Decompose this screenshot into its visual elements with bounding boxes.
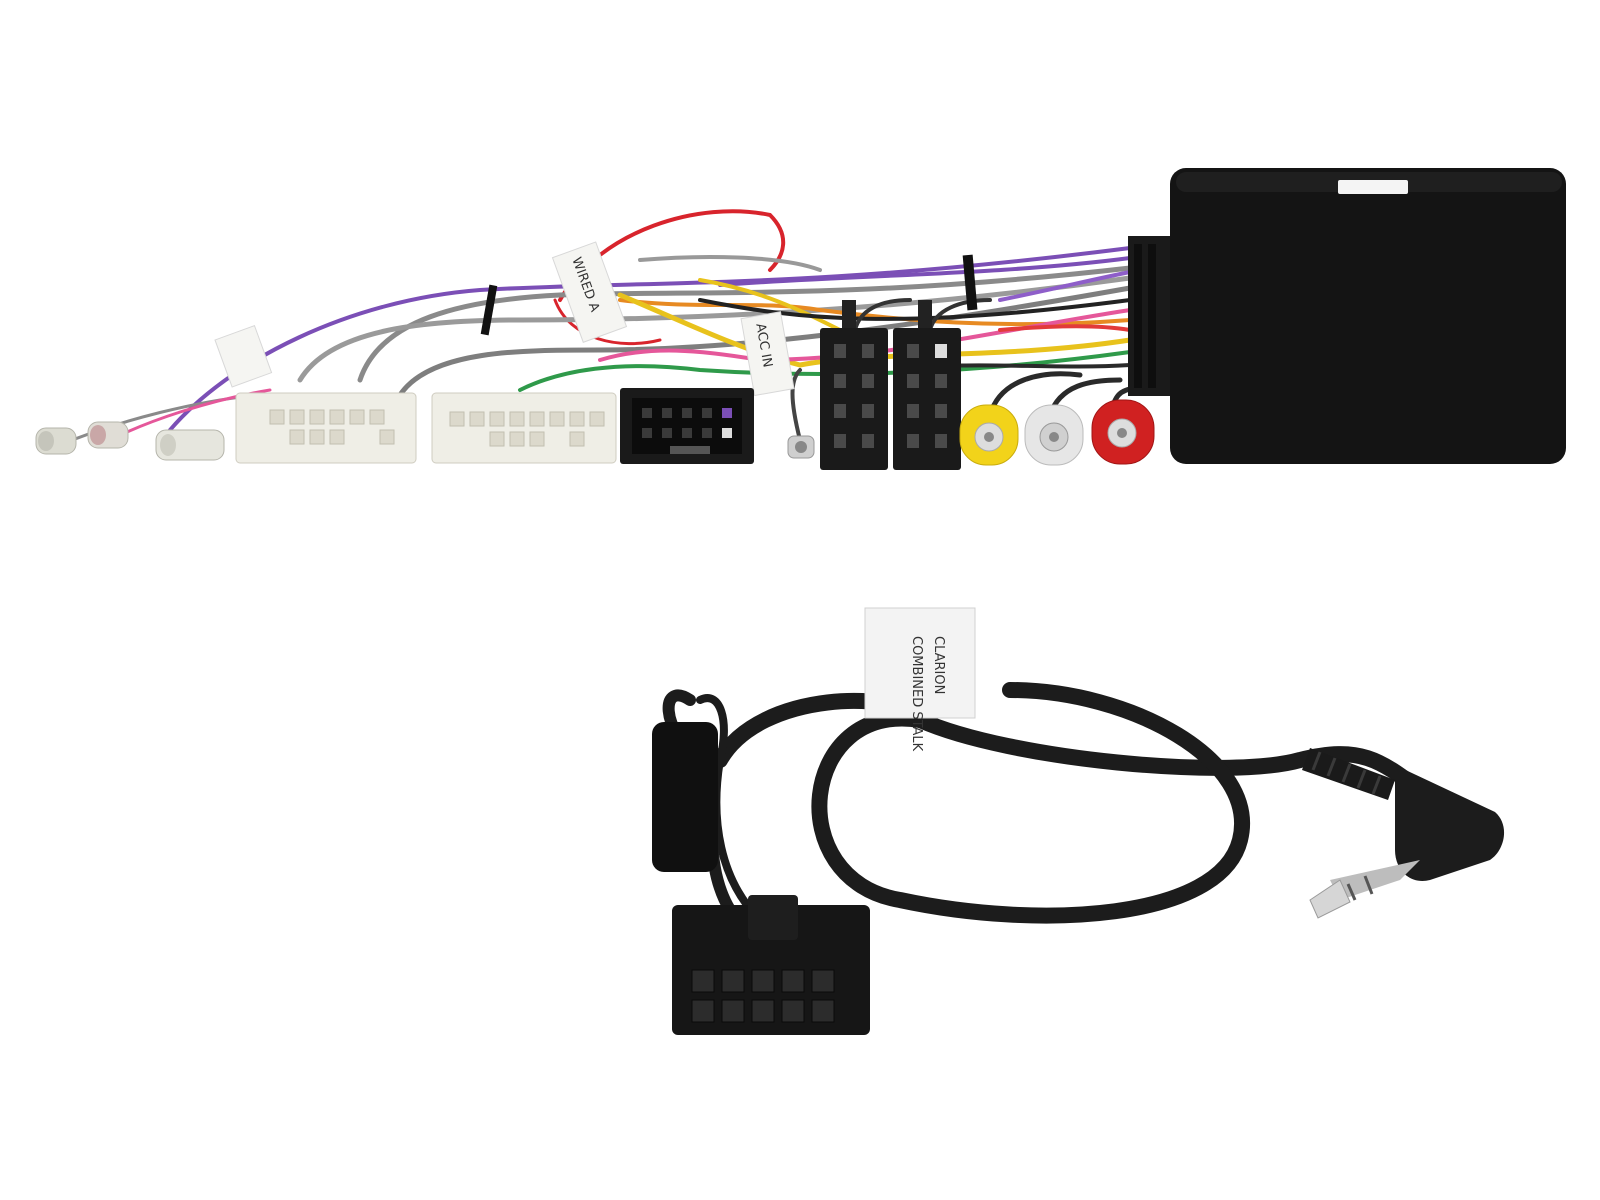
wire-yellow [617,292,1133,368]
wire-tags: WIRED A ACC IN [214,241,795,397]
wire-purple-2 [718,256,1132,287]
white-connector-1 [235,392,417,464]
lead-label-line2: COMBINED STALK [909,636,924,752]
module-slot [1338,180,1408,194]
bullet-plug [155,429,225,461]
jack-tip [1309,879,1351,919]
interface-module [1128,168,1566,464]
wire-to-ant [790,368,802,442]
lead-10pin-plug [672,895,870,1035]
antenna-plug [787,435,815,459]
right-angle-jack [1309,765,1505,919]
wire-black-1 [698,298,1132,321]
lead-label-flag: CLARION COMBINED STALK [864,607,976,752]
jack-strain-relief [1302,748,1395,800]
rca-plug-red [1091,399,1155,465]
cable-ties [480,254,978,336]
wire-yellow-2 [698,278,842,332]
lead-cable-loop-lower [811,682,1250,924]
iso-connector-1 [820,300,888,470]
wire-tag-acc: ACC IN [740,311,795,397]
wire-grey-3 [397,285,1133,398]
white-connector-2 [431,392,617,464]
module-body [1170,168,1566,464]
wire-grey-4 [638,255,822,272]
black-connector-10pin [620,388,754,464]
wire-tag-wired: WIRED A [551,241,628,343]
lead-cable-loop [712,692,1428,798]
cable-tie [962,254,978,311]
wire-red-3 [998,324,1132,332]
wire-orange [618,298,1132,327]
wire-tag-left [214,324,273,388]
velcro-sleeve [652,722,718,872]
wire-red-2 [553,298,662,346]
lead-label-line1: CLARION [931,636,946,694]
cable-tie [480,284,498,336]
lead-cable-bundle-2 [696,694,764,924]
bullet-plugs [35,421,225,461]
wire-purple-3 [998,270,1132,302]
rca-plug-yellow [959,404,1019,466]
rca-plug-white [1024,404,1084,466]
bullet-plug [87,421,129,449]
iso-connector-2 [893,300,961,470]
bullet-plug [35,427,77,455]
wire-to-iso-1 [853,298,912,332]
